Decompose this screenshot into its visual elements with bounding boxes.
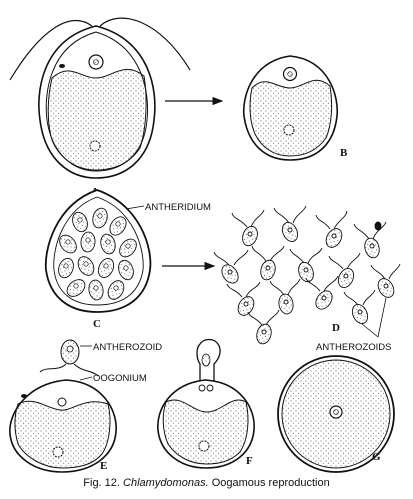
pyrenoid-f (198, 440, 210, 452)
antheridium-c (44, 189, 152, 313)
egg-e (14, 400, 111, 469)
cell-b (242, 55, 339, 161)
oogonium-f (157, 338, 255, 469)
cell-a (9, 17, 191, 179)
antheridium-pointer (125, 205, 145, 210)
antherozoids-d (213, 205, 401, 345)
zygote-g (277, 355, 395, 473)
chloroplast-b (249, 79, 333, 157)
pyrenoid-e (52, 446, 64, 458)
label-antheridium: ANTHERIDIUM (145, 202, 211, 213)
antherozoids-pointer-1 (361, 323, 379, 338)
label-oogonium: OOGONIUM (93, 373, 147, 384)
panel-label-g: G (372, 451, 381, 463)
figure-caption: Fig. 12. Chlamydomonas. Oogamous reprodu… (0, 477, 413, 489)
pyrenoid-b (283, 124, 295, 136)
caption-rest: Oogamous reproduction (211, 477, 330, 489)
label-antherozoid: ANTHEROZOID (93, 342, 162, 353)
oogonium-e (9, 339, 117, 473)
antherozoid-e (39, 339, 99, 377)
panel-label-f: F (246, 455, 253, 467)
caption-prefix: Fig. 12. (83, 477, 120, 489)
antherozoids-pointer-2 (377, 297, 387, 338)
panel-label-e: E (100, 460, 107, 472)
panel-label-c: C (93, 318, 101, 330)
antherozoid-cluster (58, 207, 137, 301)
chloroplast-a (47, 69, 147, 171)
panel-label-d: D (332, 322, 340, 334)
egg-f (162, 399, 249, 465)
pyrenoid-a (89, 140, 101, 152)
small-cell-d (374, 221, 382, 231)
panel-label-b: B (340, 147, 348, 159)
oogonium-pointer (79, 376, 93, 381)
caption-genus: Chlamydomonas. (123, 477, 209, 489)
label-antherozoids: ANTHEROZOIDS (316, 342, 391, 353)
flagella-a (9, 20, 93, 81)
